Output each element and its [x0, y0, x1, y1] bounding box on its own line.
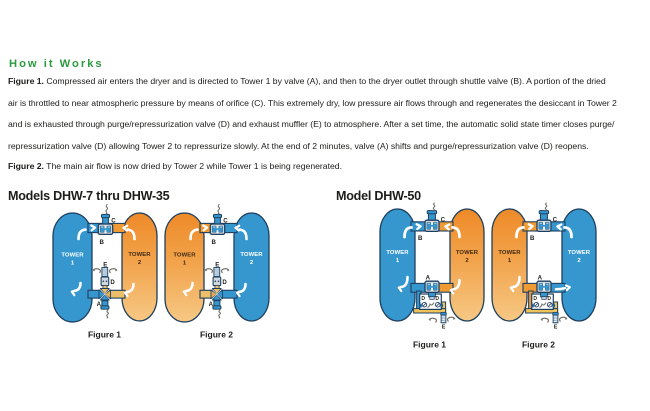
svg-text:TOWER: TOWER	[386, 250, 409, 256]
svg-text:Figure 1: Figure 1	[88, 329, 121, 339]
svg-text:A: A	[209, 301, 214, 308]
svg-text:Figure 2: Figure 2	[200, 329, 233, 339]
svg-text:D: D	[435, 296, 439, 302]
svg-text:D: D	[533, 296, 537, 302]
svg-text:B: B	[212, 239, 217, 246]
svg-text:A: A	[538, 275, 543, 282]
svg-text:E: E	[103, 261, 107, 268]
svg-text:A: A	[97, 301, 102, 308]
svg-text:C: C	[111, 217, 116, 224]
svg-text:B: B	[100, 239, 105, 246]
svg-text:TOWER: TOWER	[173, 253, 196, 259]
svg-text:TOWER: TOWER	[568, 250, 591, 256]
svg-text:2: 2	[577, 258, 581, 264]
svg-text:C: C	[441, 216, 446, 223]
svg-text:TOWER: TOWER	[240, 252, 263, 258]
svg-text:A: A	[426, 275, 431, 282]
svg-text:1: 1	[508, 258, 512, 264]
svg-text:D: D	[547, 296, 551, 302]
svg-text:2: 2	[465, 258, 469, 264]
svg-text:1: 1	[71, 261, 75, 267]
svg-text:D: D	[110, 279, 115, 286]
svg-text:1: 1	[183, 261, 187, 267]
svg-text:TOWER: TOWER	[456, 250, 479, 256]
svg-text:1: 1	[396, 258, 400, 264]
svg-text:E: E	[442, 325, 446, 331]
svg-text:TOWER: TOWER	[128, 252, 151, 258]
svg-text:B: B	[418, 235, 423, 242]
svg-text:D: D	[222, 279, 227, 286]
svg-text:Figure 1: Figure 1	[413, 339, 446, 349]
svg-text:TOWER: TOWER	[61, 253, 84, 259]
svg-text:C: C	[223, 217, 228, 224]
svg-text:2: 2	[138, 260, 142, 266]
svg-text:2: 2	[250, 260, 254, 266]
svg-text:E: E	[554, 325, 558, 331]
svg-text:B: B	[530, 235, 535, 242]
svg-text:TOWER: TOWER	[498, 250, 521, 256]
svg-text:Figure 2: Figure 2	[522, 339, 555, 349]
svg-text:D: D	[421, 296, 425, 302]
svg-text:C: C	[553, 216, 558, 223]
svg-text:E: E	[215, 261, 219, 268]
